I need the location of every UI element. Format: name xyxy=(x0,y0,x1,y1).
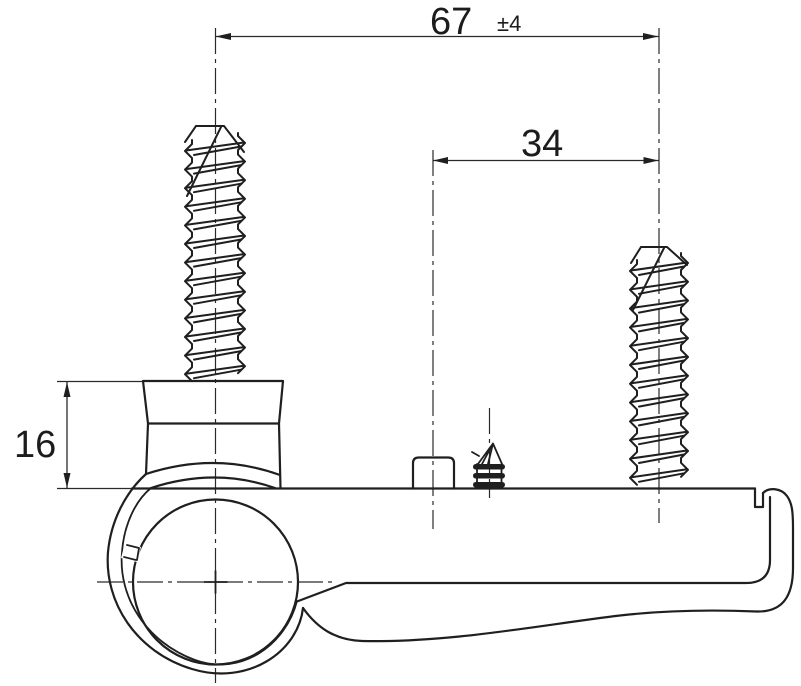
pin-rib-1 xyxy=(473,464,505,470)
dim16-arrow-bottom xyxy=(63,473,71,488)
dim34-arrow-right xyxy=(643,157,659,164)
arm-inner-line xyxy=(295,495,772,603)
barrel-wrap-inner xyxy=(120,487,298,666)
band-saddle-outer-arc xyxy=(144,461,282,477)
right-screw-tip xyxy=(630,246,688,311)
screw-thread-lines xyxy=(185,141,245,380)
right-screw-threads xyxy=(629,252,689,486)
locator-pin xyxy=(471,442,505,490)
left-screw xyxy=(184,125,246,383)
screw-thread-lines xyxy=(680,252,689,478)
screw-thread-lines xyxy=(237,132,246,375)
dim34-arrow-left xyxy=(433,157,448,164)
dimension-overall-width: 67 ±4 xyxy=(215,1,659,43)
pin-rib-3 xyxy=(473,482,505,488)
hinge-body xyxy=(106,379,795,675)
screw-thread-lines xyxy=(629,259,638,486)
band-saddle-inner-arc xyxy=(149,476,277,490)
dimension-block-height: 16 xyxy=(14,380,143,490)
barrel-wrap-outer xyxy=(106,472,305,675)
strap-notch xyxy=(123,544,140,561)
barrel-bore-circle xyxy=(131,498,300,666)
mount-stub xyxy=(411,456,456,490)
dim67-arrow-left xyxy=(215,33,231,40)
mount-block xyxy=(141,379,285,490)
screw-thread-lines xyxy=(184,139,193,383)
arm-underside xyxy=(301,606,759,643)
end-hook-outer xyxy=(755,488,795,613)
pin-tip xyxy=(471,442,503,465)
pin-rib-2 xyxy=(473,473,505,479)
left-screw-tip xyxy=(184,125,245,197)
centerlines xyxy=(97,28,660,683)
right-screw xyxy=(629,246,689,486)
screw-thread-lines xyxy=(630,261,688,483)
dim16-value: 16 xyxy=(14,424,56,466)
dim16-arrow-top xyxy=(63,382,71,397)
dim34-value: 34 xyxy=(521,123,563,165)
stub-outline xyxy=(411,456,456,490)
barrel-center-cross xyxy=(203,570,228,594)
dim67-value: 67 xyxy=(430,1,472,43)
dim67-tolerance: ±4 xyxy=(497,11,521,36)
dimension-screw-spacing: 34 xyxy=(433,123,659,165)
dim67-arrow-right xyxy=(643,33,659,40)
end-slot-notch xyxy=(753,487,765,509)
left-screw-threads xyxy=(184,132,246,383)
